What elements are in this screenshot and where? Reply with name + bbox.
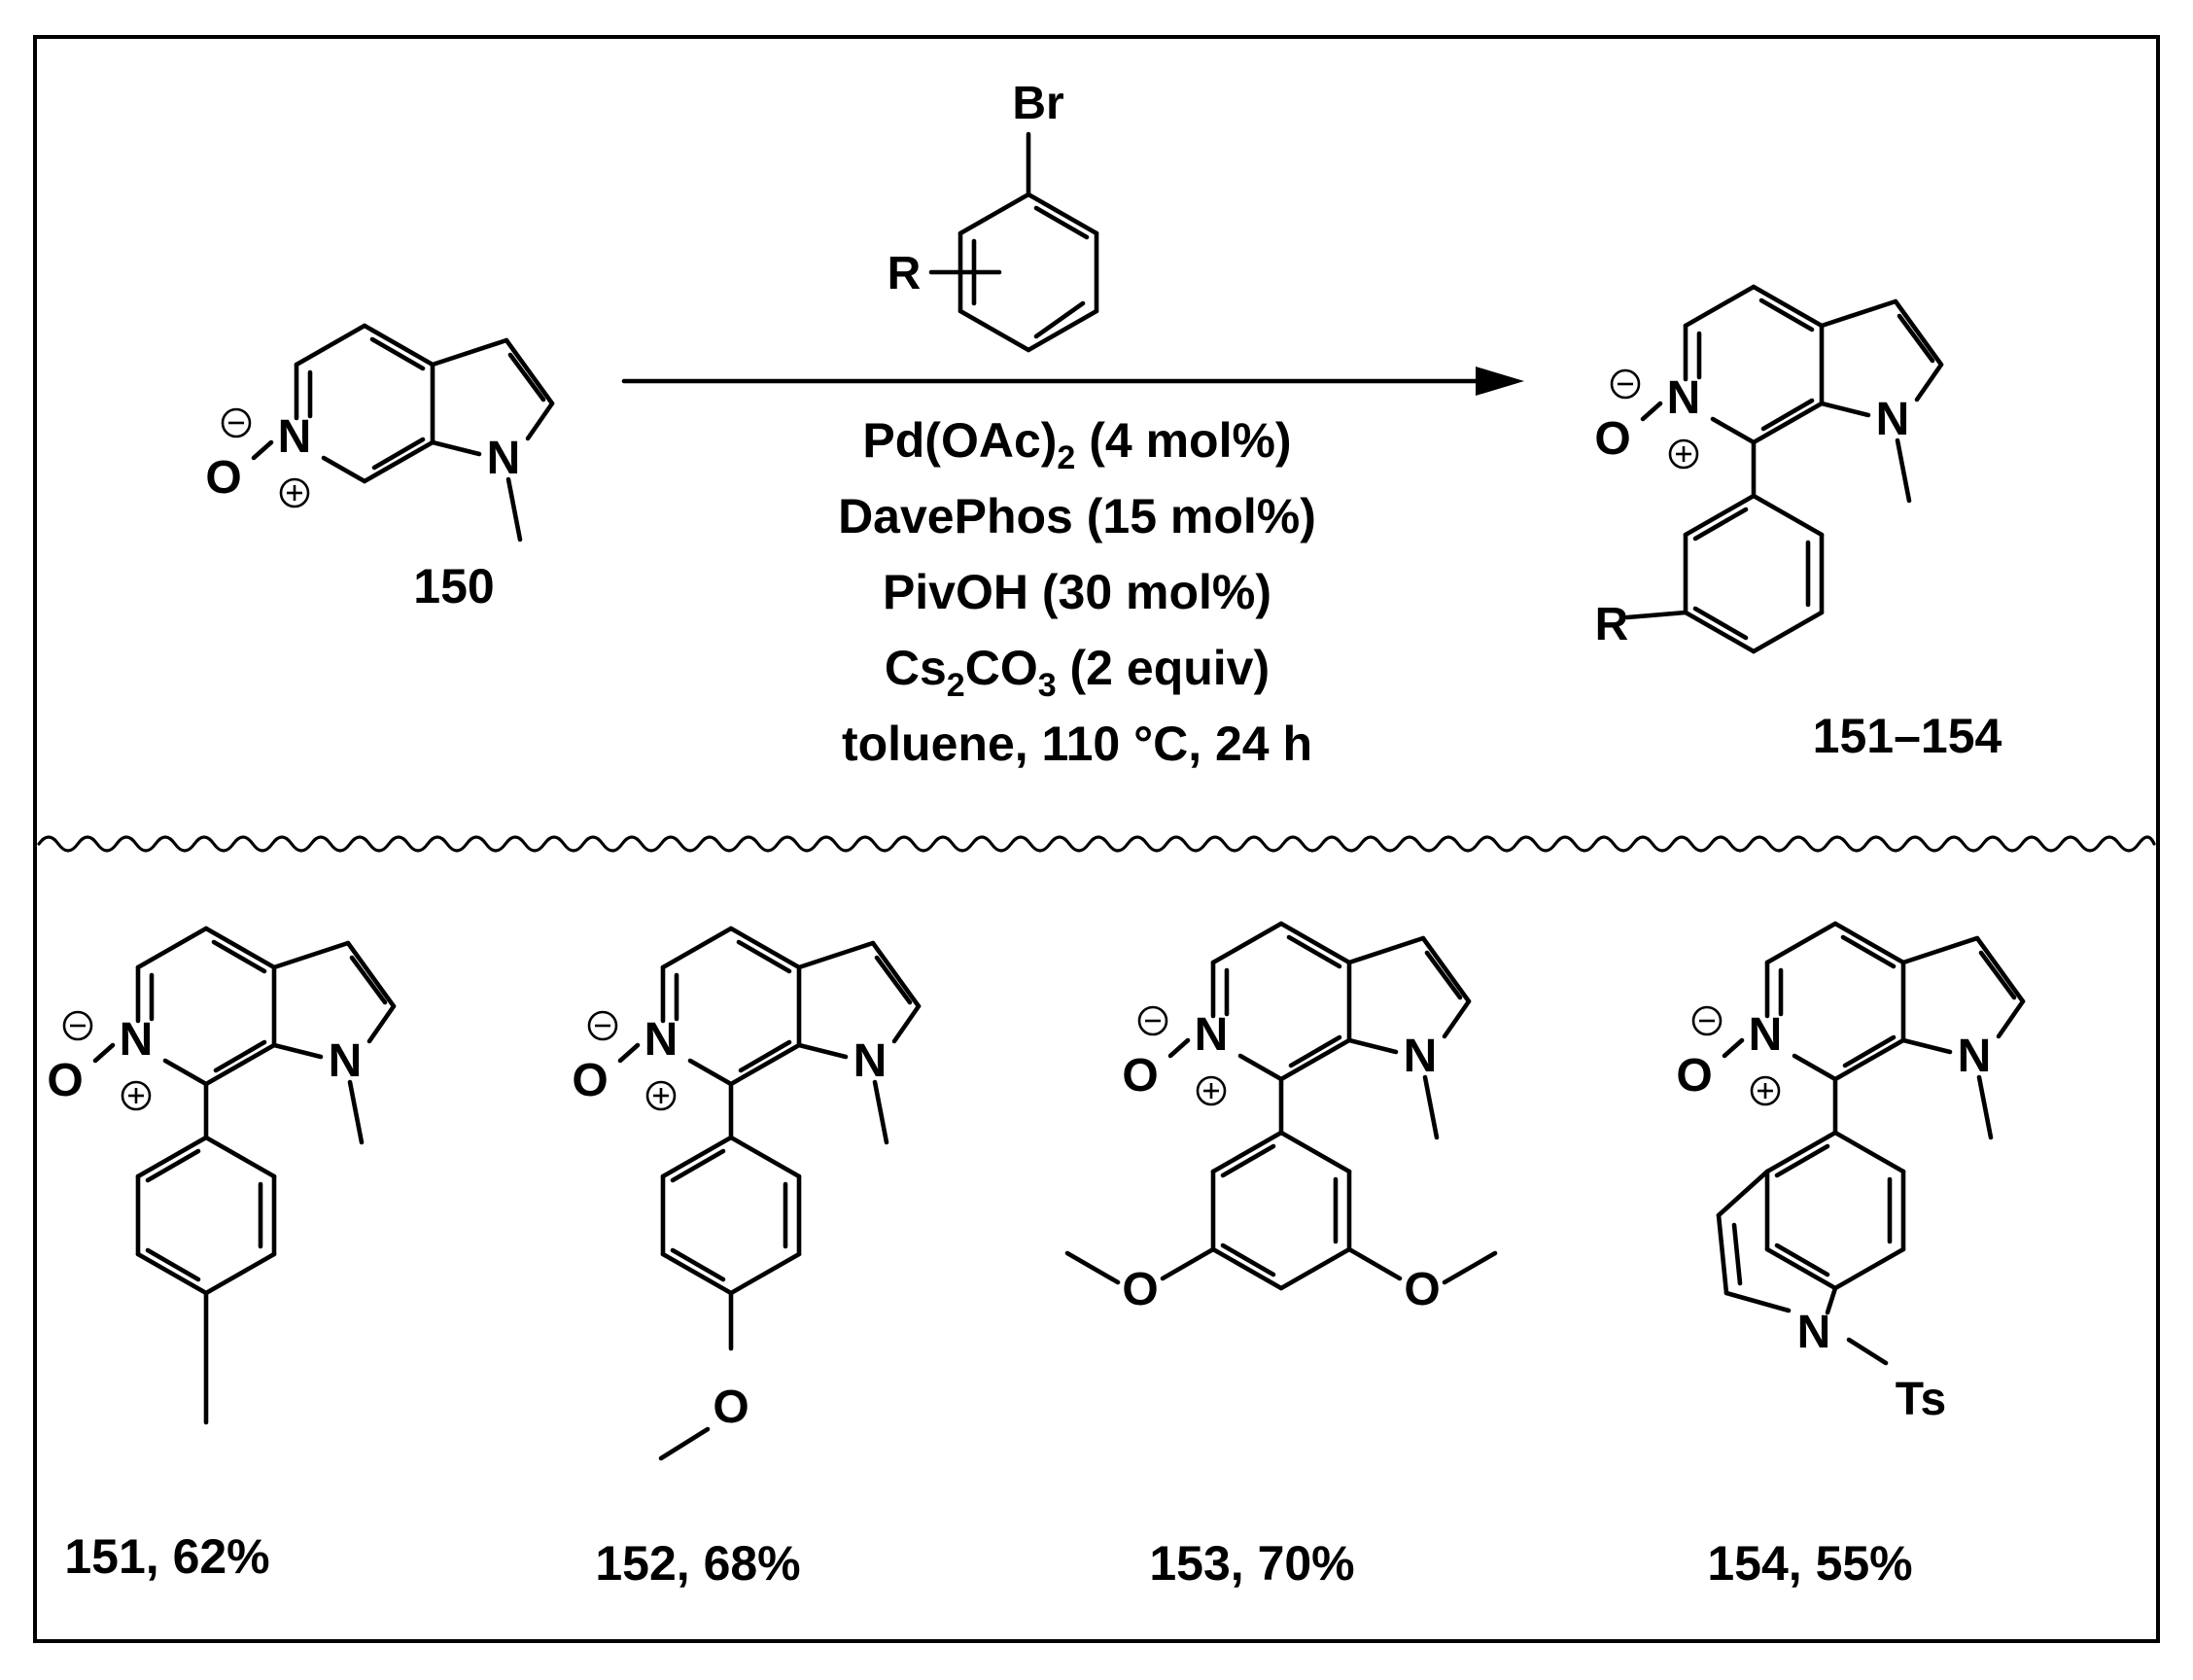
r-group-label: R [1595, 599, 1629, 650]
svg-text:PivOH (30 mol%): PivOH (30 mol%) [883, 565, 1271, 619]
scheme-frame [33, 35, 2160, 1643]
starting-material-150 [205, 326, 552, 540]
indole-nitrogen: N [1797, 1307, 1831, 1358]
compound-151 [47, 928, 394, 1425]
svg-text:toluene, 110 °C, 24 h: toluene, 110 °C, 24 h [842, 717, 1312, 771]
compound-153: O O [1064, 924, 1498, 1315]
compound-154-label: 154, 55% [1707, 1536, 1912, 1591]
compound-154: N Ts [1676, 924, 2023, 1425]
compound-152-label: 152, 68% [595, 1536, 800, 1591]
reaction-conditions: Pd(OAc)2 (4 mol%) DavePhos (15 mol%) Piv… [838, 413, 1316, 771]
bromine-label: Br [1012, 78, 1063, 129]
wavy-divider [37, 835, 2156, 853]
r-group-label: R [888, 248, 922, 299]
compound-153-label: 153, 70% [1149, 1536, 1354, 1591]
methoxy-oxygen: O [1404, 1264, 1440, 1315]
tosyl-label: Ts [1896, 1374, 1946, 1425]
svg-text:Pd(OAc)2 (4 mol%): Pd(OAc)2 (4 mol%) [862, 413, 1291, 476]
products-label: 151–154 [1813, 709, 2002, 763]
methoxy-oxygen: O [1122, 1264, 1158, 1315]
generic-product: R [1594, 287, 1941, 651]
compound-152: O [572, 928, 919, 1461]
svg-text:Cs2CO3 (2 equiv): Cs2CO3 (2 equiv) [885, 641, 1270, 704]
svg-text:DavePhos (15 mol%): DavePhos (15 mol%) [838, 489, 1316, 543]
compound-151-label: 151, 62% [64, 1529, 269, 1584]
aryl-bromide-reagent: Br R [888, 78, 1099, 353]
starting-material-label: 150 [413, 559, 494, 613]
reaction-arrow [621, 367, 1524, 396]
methoxy-oxygen: O [713, 1382, 748, 1433]
